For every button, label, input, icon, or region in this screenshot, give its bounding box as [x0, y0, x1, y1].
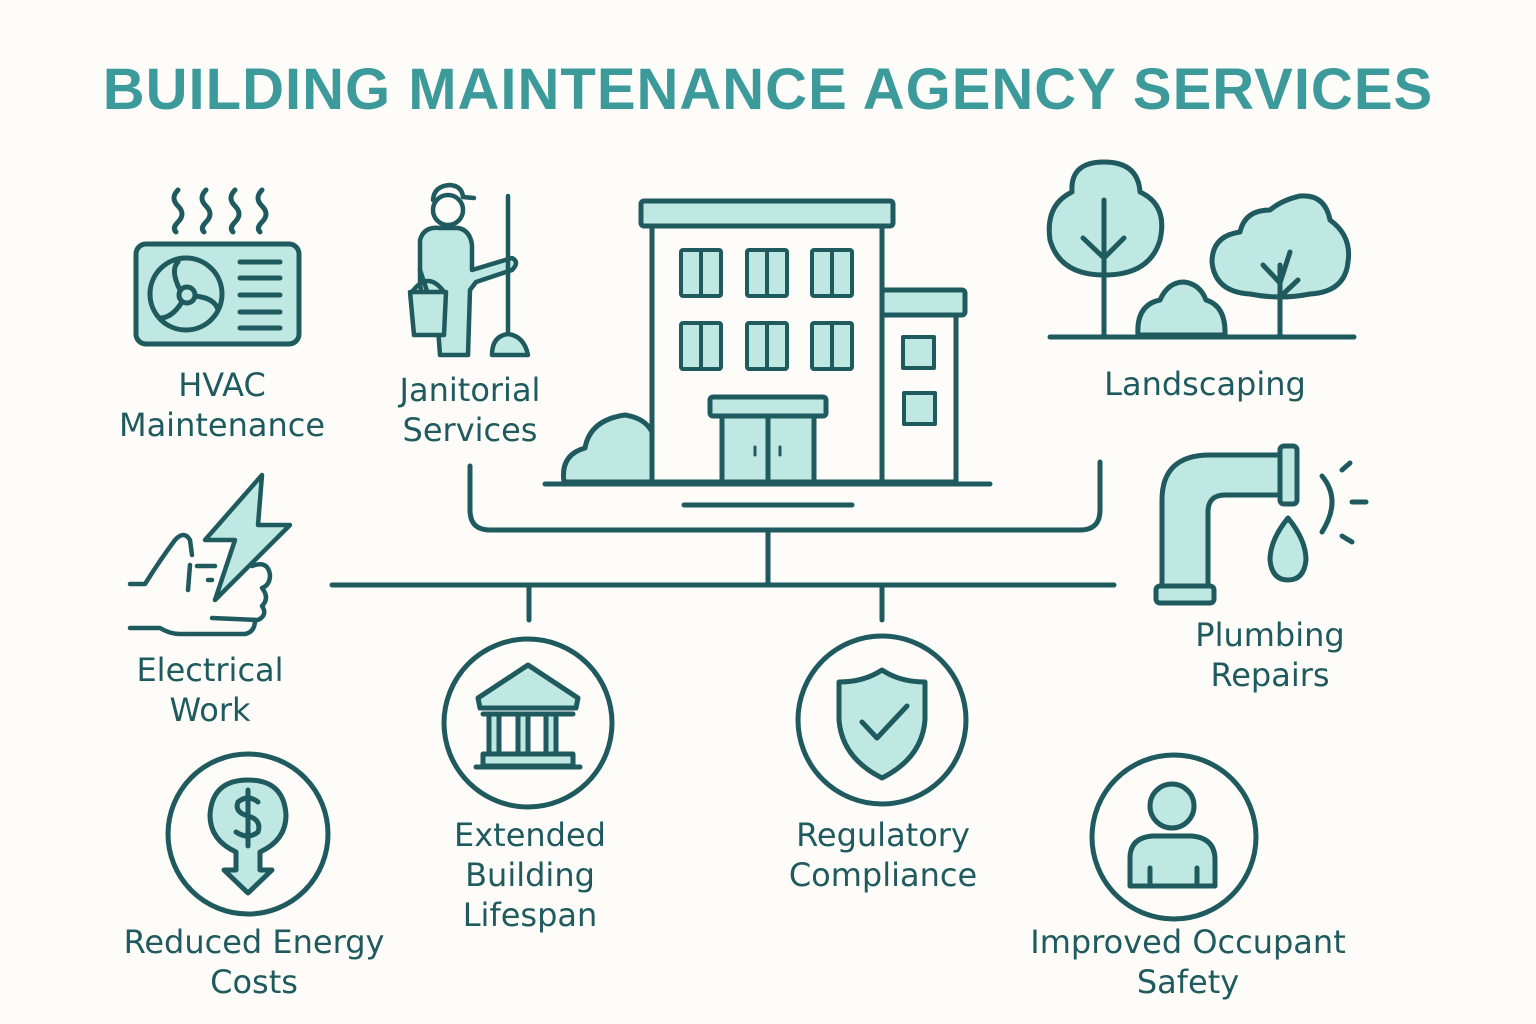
benefit-label-safety: Improved Occupant Safety: [1030, 923, 1346, 1001]
service-label-hvac: HVAC Maintenance: [118, 366, 326, 444]
trees-icon: [1046, 159, 1357, 340]
connector-lines: [329, 459, 1117, 623]
classical-building-icon: [441, 636, 615, 810]
dollar-down-arrow-icon: [165, 751, 331, 917]
service-label-janitorial: Janitorial Services: [399, 371, 541, 449]
service-label-plumbing: Plumbing Repairs: [1195, 616, 1345, 694]
hand-lightning-icon: [127, 472, 293, 637]
benefit-label-energy: Reduced Energy Costs: [123, 923, 385, 1001]
shield-check-icon: [795, 633, 969, 807]
leaking-pipe-icon: [1153, 443, 1369, 606]
benefit-label-compliance: Regulatory Compliance: [788, 816, 978, 894]
office-building-icon: [542, 198, 993, 508]
service-label-electrical: Electrical Work: [136, 651, 284, 729]
air-conditioner-icon: [133, 187, 302, 347]
janitor-icon: [407, 182, 531, 358]
benefit-label-lifespan: Extended Building Lifespan: [454, 816, 606, 934]
service-label-landscaping: Landscaping: [1104, 365, 1306, 403]
person-icon: [1089, 752, 1259, 922]
page-title: BUILDING MAINTENANCE AGENCY SERVICES: [102, 57, 1434, 122]
